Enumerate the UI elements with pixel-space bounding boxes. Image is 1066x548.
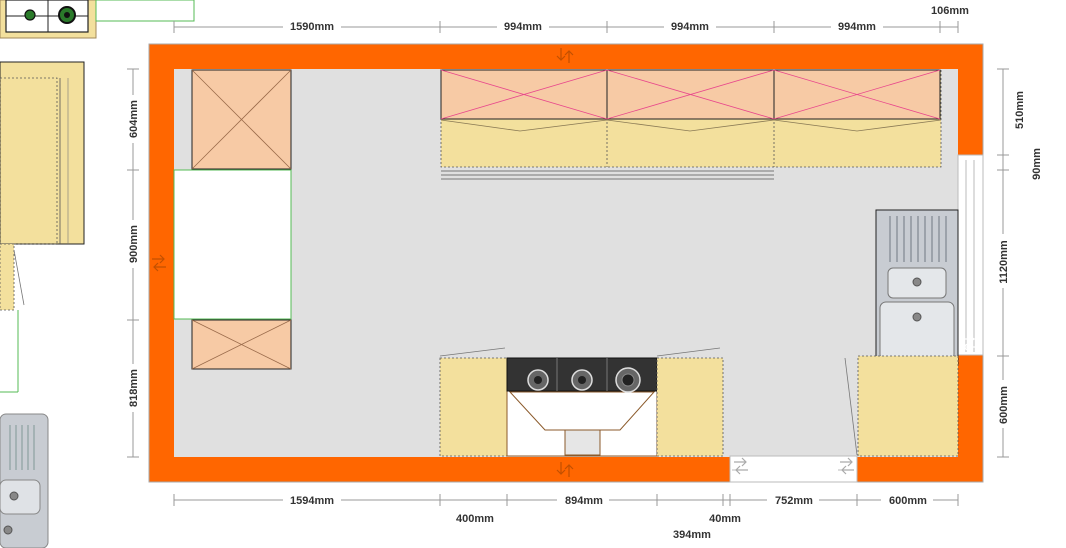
door-opening-bottom[interactable] bbox=[729, 455, 858, 483]
swap-arrows-icon[interactable] bbox=[556, 462, 574, 477]
drain-icon bbox=[3, 525, 13, 535]
swap-arrows-icon[interactable] bbox=[840, 457, 854, 475]
dim-left-604: 604mm bbox=[128, 100, 140, 138]
wall-cabinet-left-bottom[interactable] bbox=[191, 319, 292, 370]
base-cabinet-bottom-right[interactable] bbox=[656, 347, 724, 457]
base-cabinet-bottom-corner[interactable] bbox=[844, 355, 959, 457]
dim-right-510: 510mm bbox=[1014, 91, 1026, 129]
dim-right-600: 600mm bbox=[998, 386, 1010, 424]
dim-bottom-894: 894mm bbox=[565, 495, 603, 507]
dim-bottom-394: 394mm bbox=[673, 529, 711, 541]
dim-top-106: 106mm bbox=[931, 5, 969, 17]
swap-arrows-icon[interactable] bbox=[152, 254, 166, 272]
dim-bottom-400: 400mm bbox=[456, 513, 494, 525]
worktop-edge-lines bbox=[441, 170, 774, 180]
dim-bottom-1594: 1594mm bbox=[290, 495, 334, 507]
window-right[interactable] bbox=[957, 154, 984, 356]
drain-icon bbox=[9, 491, 19, 501]
opening-left[interactable] bbox=[173, 169, 292, 320]
burner-icon bbox=[527, 369, 549, 391]
neighbour-cooktop[interactable] bbox=[0, 0, 97, 39]
dim-top-994-b: 994mm bbox=[671, 21, 709, 33]
sink-unit[interactable] bbox=[875, 209, 959, 366]
swap-arrows-icon[interactable] bbox=[962, 334, 976, 352]
dim-top-1590: 1590mm bbox=[290, 21, 334, 33]
wall-cabinets-top[interactable] bbox=[440, 69, 941, 120]
hob-cooker[interactable] bbox=[506, 357, 658, 457]
dim-bottom-752: 752mm bbox=[775, 495, 813, 507]
drain-icon bbox=[912, 312, 922, 322]
dim-top-994-c: 994mm bbox=[838, 21, 876, 33]
dim-bottom-600: 600mm bbox=[889, 495, 927, 507]
dim-right-90: 90mm bbox=[1031, 148, 1043, 180]
swap-arrows-icon[interactable] bbox=[556, 48, 574, 63]
swap-arrows-icon[interactable] bbox=[734, 457, 748, 475]
wall-cabinet-left-top[interactable] bbox=[191, 69, 292, 170]
burner-icon bbox=[615, 367, 641, 393]
neighbour-cabinet[interactable] bbox=[0, 61, 85, 393]
dim-left-818: 818mm bbox=[128, 369, 140, 407]
drain-icon bbox=[912, 277, 922, 287]
dim-bottom-40: 40mm bbox=[709, 513, 741, 525]
dim-top-994-a: 994mm bbox=[504, 21, 542, 33]
neighbour-panel-outline bbox=[95, 0, 195, 22]
dim-left-900: 900mm bbox=[128, 225, 140, 263]
dim-right-1120: 1120mm bbox=[998, 240, 1010, 284]
burner-icon bbox=[24, 9, 36, 21]
neighbour-sink[interactable] bbox=[0, 413, 49, 548]
base-cabinet-bottom-left[interactable] bbox=[439, 347, 508, 457]
burner-icon bbox=[571, 369, 593, 391]
